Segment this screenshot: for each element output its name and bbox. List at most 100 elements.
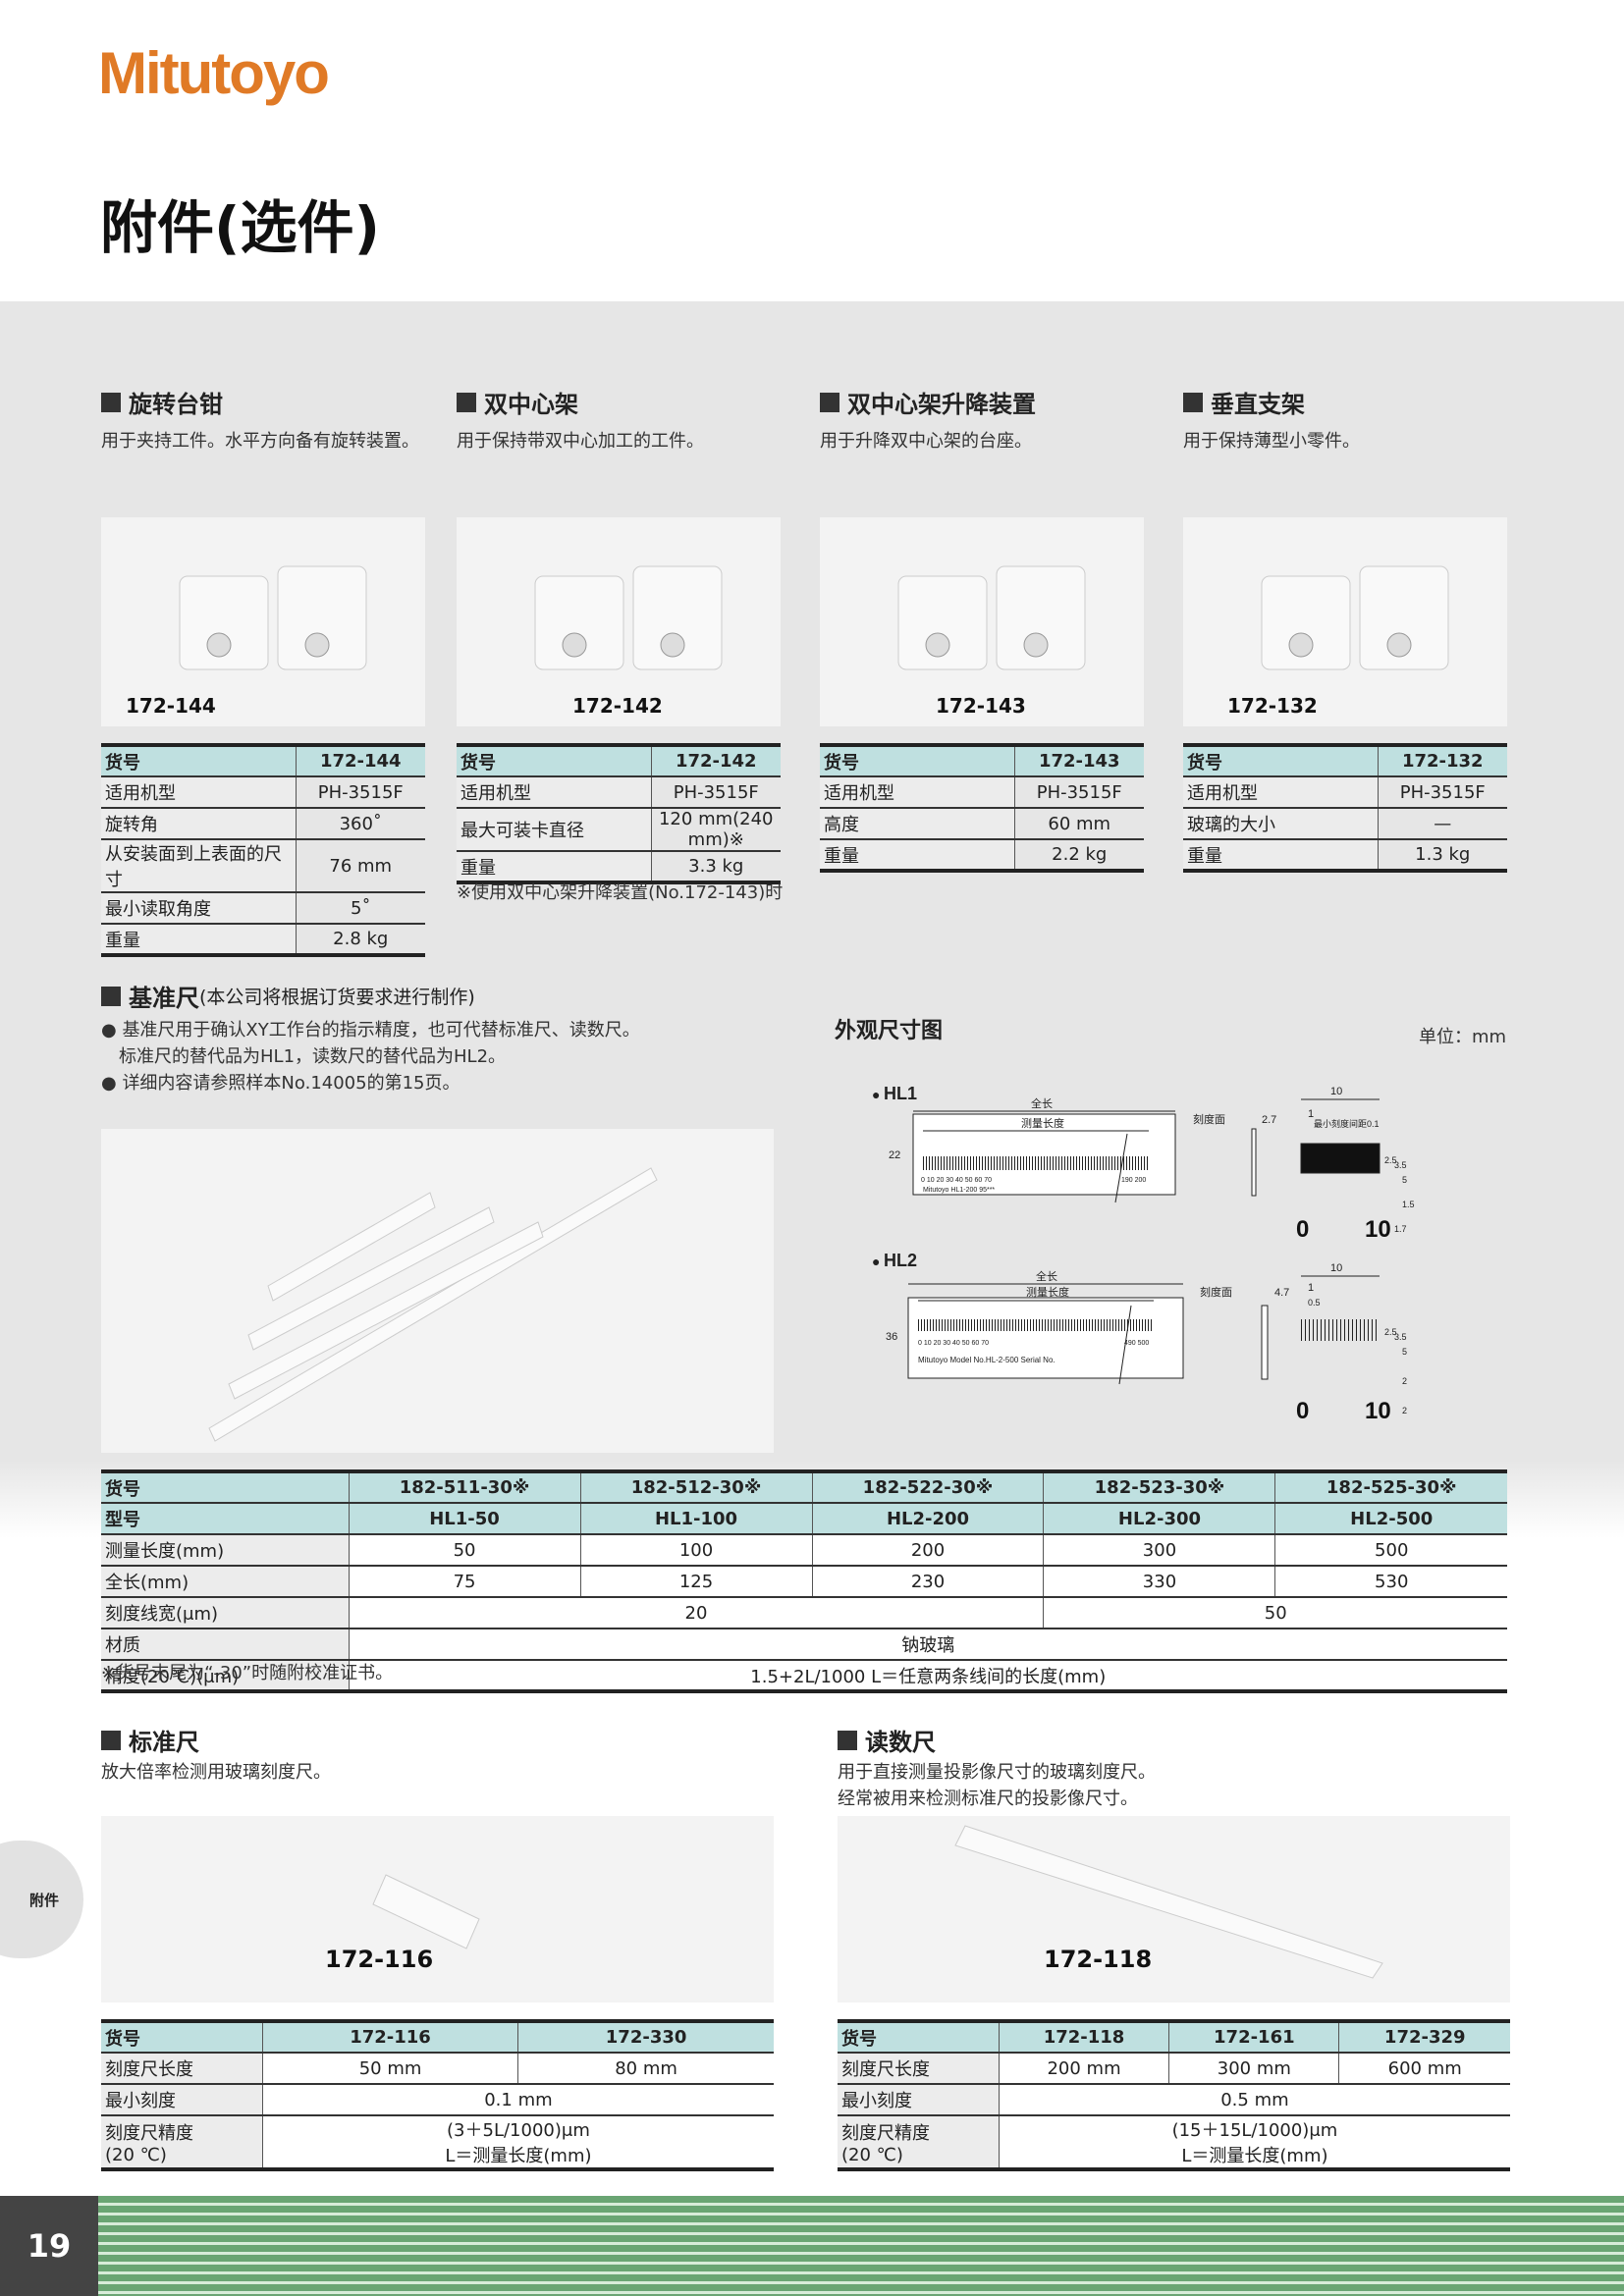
cell-value: 75 — [349, 1566, 581, 1598]
page-number: 19 — [0, 2196, 98, 2296]
cell-value: 50 — [1043, 1597, 1507, 1629]
row-label: 从安装面到上表面的尺寸 — [101, 839, 297, 893]
svg-text:●: ● — [872, 1254, 880, 1269]
cell-value: 200 mm — [999, 2053, 1170, 2085]
row-label: 测量长度(mm) — [101, 1534, 350, 1567]
row-label: 型号 — [101, 1503, 350, 1535]
svg-text:1.5: 1.5 — [1402, 1200, 1415, 1209]
row-label: 刻度尺精度 (20 ℃) — [838, 2115, 1000, 2171]
svg-text:10: 10 — [1330, 1086, 1342, 1097]
cell-value: PH-3515F — [651, 776, 781, 809]
hl1-drawing: HL1 ● 全长 测量长度 0 10 20 30 40 50 60 70 190… — [872, 1084, 1415, 1243]
cell-value: 172-116 — [262, 2021, 519, 2054]
cell-value: 182-511-30※ — [349, 1471, 581, 1504]
cell-value: 172-143 — [1014, 745, 1144, 777]
cell-value: 50 — [349, 1534, 581, 1567]
svg-text:5: 5 — [1402, 1347, 1407, 1357]
cell-value: HL2-200 — [812, 1503, 1045, 1535]
row-label: 适用机型 — [457, 776, 652, 809]
product-desc: 用于保持薄型小零件。 — [1183, 431, 1360, 452]
row-label: 最小刻度 — [838, 2084, 1000, 2116]
cell-value: 1.5+2L/1000 L＝任意两条线间的长度(mm) — [349, 1660, 1507, 1693]
row-label: 重量 — [101, 924, 297, 957]
table-row: 刻度尺精度 (20 ℃)(15＋15L/1000)μm L＝测量长度(mm) — [838, 2115, 1510, 2171]
product-heading: 垂直支架 — [1183, 385, 1305, 419]
heading-square-icon — [101, 392, 121, 412]
cell-value: 230 — [812, 1566, 1045, 1598]
svg-text:全长: 全长 — [1036, 1269, 1057, 1283]
cell-value: (3＋5L/1000)μm L＝测量长度(mm) — [262, 2115, 774, 2171]
cell-value: 76 mm — [296, 839, 425, 893]
svg-text:4.7: 4.7 — [1274, 1287, 1289, 1299]
heading-square-icon — [101, 986, 121, 1006]
cell-value: 1.3 kg — [1378, 839, 1507, 873]
cell-value: 172-329 — [1338, 2021, 1510, 2054]
svg-text:0.5: 0.5 — [1308, 1298, 1321, 1308]
page-title: 附件(选件) — [100, 194, 381, 261]
svg-text:10: 10 — [1330, 1262, 1342, 1274]
svg-text:HL1: HL1 — [884, 1084, 917, 1103]
cell-value: 182-522-30※ — [812, 1471, 1045, 1504]
cell-value: 182-512-30※ — [580, 1471, 813, 1504]
cell-value: 80 mm — [517, 2053, 774, 2085]
cell-value: 60 mm — [1014, 808, 1144, 840]
cell-value: HL2-300 — [1043, 1503, 1276, 1535]
row-label: 刻度线宽(μm) — [101, 1597, 350, 1629]
cell-value: 182-523-30※ — [1043, 1471, 1276, 1504]
reference-scale-image — [101, 1129, 774, 1453]
svg-text:490 500: 490 500 — [1124, 1340, 1149, 1347]
cell-value: 300 — [1043, 1534, 1276, 1567]
row-label: 货号 — [101, 745, 297, 777]
cell-value: 172-118 — [999, 2021, 1170, 2054]
cell-value: 100 — [580, 1534, 813, 1567]
side-tab-label[interactable]: 附件 — [29, 1892, 60, 1909]
svg-text:1: 1 — [1308, 1282, 1314, 1294]
image-label: 172-118 — [1044, 1946, 1153, 1973]
row-label: 刻度尺精度 (20 ℃) — [101, 2115, 263, 2171]
cell-value: 600 mm — [1338, 2053, 1510, 2085]
cell-value: 0.5 mm — [999, 2084, 1510, 2116]
product-desc: 用于升降双中心架的台座。 — [820, 431, 1032, 452]
cell-value: (15＋15L/1000)μm L＝测量长度(mm) — [999, 2115, 1510, 2171]
heading-note: (本公司将根据订货要求进行制作) — [199, 987, 475, 1008]
svg-text:刻度面: 刻度面 — [1193, 1112, 1225, 1126]
cell-value: 20 — [349, 1597, 1045, 1629]
row-label: 适用机型 — [1183, 776, 1379, 809]
svg-text:2.5: 2.5 — [1384, 1327, 1397, 1337]
row-label: 货号 — [101, 2021, 263, 2054]
bullet-item: ● 详细内容请参照样本No.14005的第15页。 — [101, 1073, 460, 1094]
dimension-drawing: HL1 ● 全长 测量长度 0 10 20 30 40 50 60 70 190… — [872, 1084, 1415, 1423]
row-label: 旋转角 — [101, 808, 297, 840]
cell-value: 300 mm — [1168, 2053, 1340, 2085]
product-desc: 用于夹持工件。水平方向备有旋转装置。 — [101, 431, 419, 452]
row-label: 货号 — [457, 745, 652, 777]
